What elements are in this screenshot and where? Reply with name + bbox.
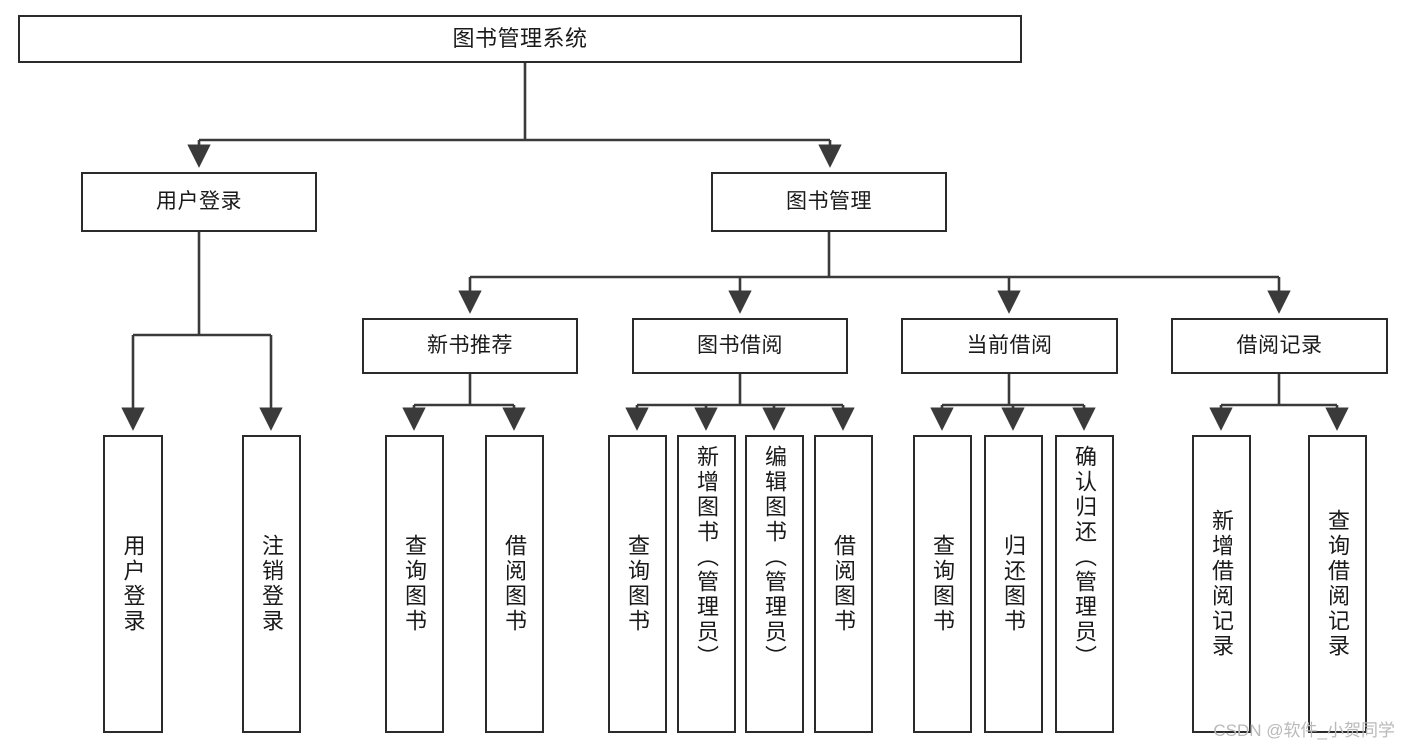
- node-borrow-records[interactable]: 借阅记录: [1171, 318, 1388, 374]
- node-current-borrow[interactable]: 当前借阅: [901, 318, 1118, 374]
- node-user-login-label: 用户登录: [156, 190, 242, 214]
- node-leaf-add-book-label: 新增图书（管理员）: [694, 445, 720, 670]
- csdn-watermark: CSDN @软件_小贺同学: [1213, 721, 1395, 740]
- node-leaf-logout[interactable]: 注销登录: [242, 435, 301, 733]
- node-leaf-query-book-2-label: 查询图书: [625, 534, 651, 634]
- node-leaf-query-book-3[interactable]: 查询图书: [913, 435, 972, 733]
- node-leaf-user-login-label: 用户登录: [120, 534, 146, 634]
- node-leaf-confirm-return-label: 确认归还（管理员）: [1072, 445, 1098, 670]
- node-leaf-edit-book-label: 编辑图书（管理员）: [762, 445, 788, 670]
- node-leaf-add-record[interactable]: 新增借阅记录: [1192, 435, 1251, 733]
- node-root-label: 图书管理系统: [452, 25, 588, 51]
- node-leaf-query-book-1-label: 查询图书: [402, 534, 428, 634]
- node-leaf-borrow-book-2-label: 借阅图书: [831, 534, 857, 634]
- node-borrow-records-label: 借阅记录: [1236, 334, 1323, 358]
- node-book-borrow-label: 图书借阅: [697, 334, 783, 358]
- node-leaf-return-book[interactable]: 归还图书: [984, 435, 1043, 733]
- node-leaf-return-book-label: 归还图书: [1001, 534, 1027, 634]
- node-leaf-query-book-2[interactable]: 查询图书: [608, 435, 667, 733]
- node-leaf-query-book-1[interactable]: 查询图书: [385, 435, 444, 733]
- node-new-book-recommend[interactable]: 新书推荐: [362, 318, 578, 374]
- node-root[interactable]: 图书管理系统: [18, 15, 1022, 63]
- node-book-borrow[interactable]: 图书借阅: [632, 318, 848, 374]
- node-leaf-add-record-label: 新增借阅记录: [1209, 509, 1235, 659]
- node-leaf-logout-label: 注销登录: [259, 534, 285, 634]
- node-leaf-borrow-book-1[interactable]: 借阅图书: [485, 435, 544, 733]
- node-book-manage-label: 图书管理: [786, 190, 872, 214]
- node-leaf-user-login[interactable]: 用户登录: [103, 435, 163, 733]
- node-leaf-edit-book[interactable]: 编辑图书（管理员）: [745, 435, 804, 733]
- node-current-borrow-label: 当前借阅: [966, 334, 1053, 358]
- node-leaf-borrow-book-1-label: 借阅图书: [502, 534, 528, 634]
- node-leaf-query-book-3-label: 查询图书: [930, 534, 956, 634]
- node-leaf-borrow-book-2[interactable]: 借阅图书: [814, 435, 873, 733]
- node-book-manage[interactable]: 图书管理: [711, 172, 947, 232]
- node-leaf-query-record[interactable]: 查询借阅记录: [1308, 435, 1367, 733]
- node-user-login[interactable]: 用户登录: [81, 172, 317, 232]
- node-leaf-confirm-return[interactable]: 确认归还（管理员）: [1055, 435, 1114, 733]
- node-leaf-add-book[interactable]: 新增图书（管理员）: [677, 435, 736, 733]
- node-leaf-query-record-label: 查询借阅记录: [1325, 509, 1351, 659]
- node-new-book-recommend-label: 新书推荐: [427, 334, 513, 358]
